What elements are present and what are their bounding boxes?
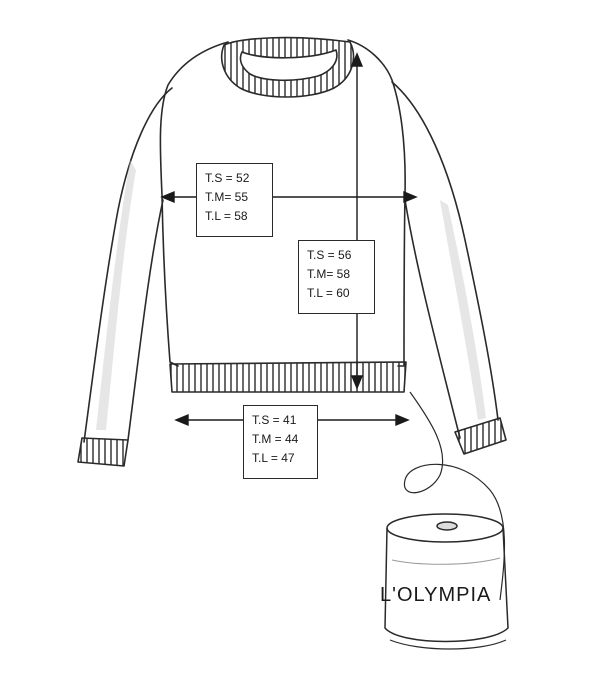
- hem-size-m: T.M = 44: [252, 432, 299, 446]
- arrow-icon: [403, 190, 418, 204]
- chest-size-m: T.M= 55: [205, 190, 249, 204]
- length-size-s: T.S = 56: [307, 248, 352, 262]
- arrow-icon: [395, 413, 410, 427]
- length-size-m: T.M= 58: [307, 267, 351, 281]
- arrow-icon: [350, 375, 364, 390]
- hem-size-l: T.L = 47: [252, 451, 295, 465]
- arrow-icon: [174, 413, 189, 427]
- arrow-icon: [160, 190, 175, 204]
- brand-name: L'OLYMPIA: [380, 584, 492, 606]
- arrow-icon: [350, 52, 364, 67]
- chest-size-l: T.L = 58: [205, 209, 248, 223]
- hem-size-s: T.S = 41: [252, 413, 297, 427]
- chest-width-label: T.S = 52 T.M= 55 T.L = 58: [196, 163, 273, 237]
- length-size-l: T.L = 60: [307, 286, 350, 300]
- body-length-label: T.S = 56 T.M= 58 T.L = 60: [298, 240, 375, 314]
- chest-size-s: T.S = 52: [205, 171, 250, 185]
- hem-width-label: T.S = 41 T.M = 44 T.L = 47: [243, 405, 318, 479]
- yarn-cone-drawing: [384, 513, 509, 650]
